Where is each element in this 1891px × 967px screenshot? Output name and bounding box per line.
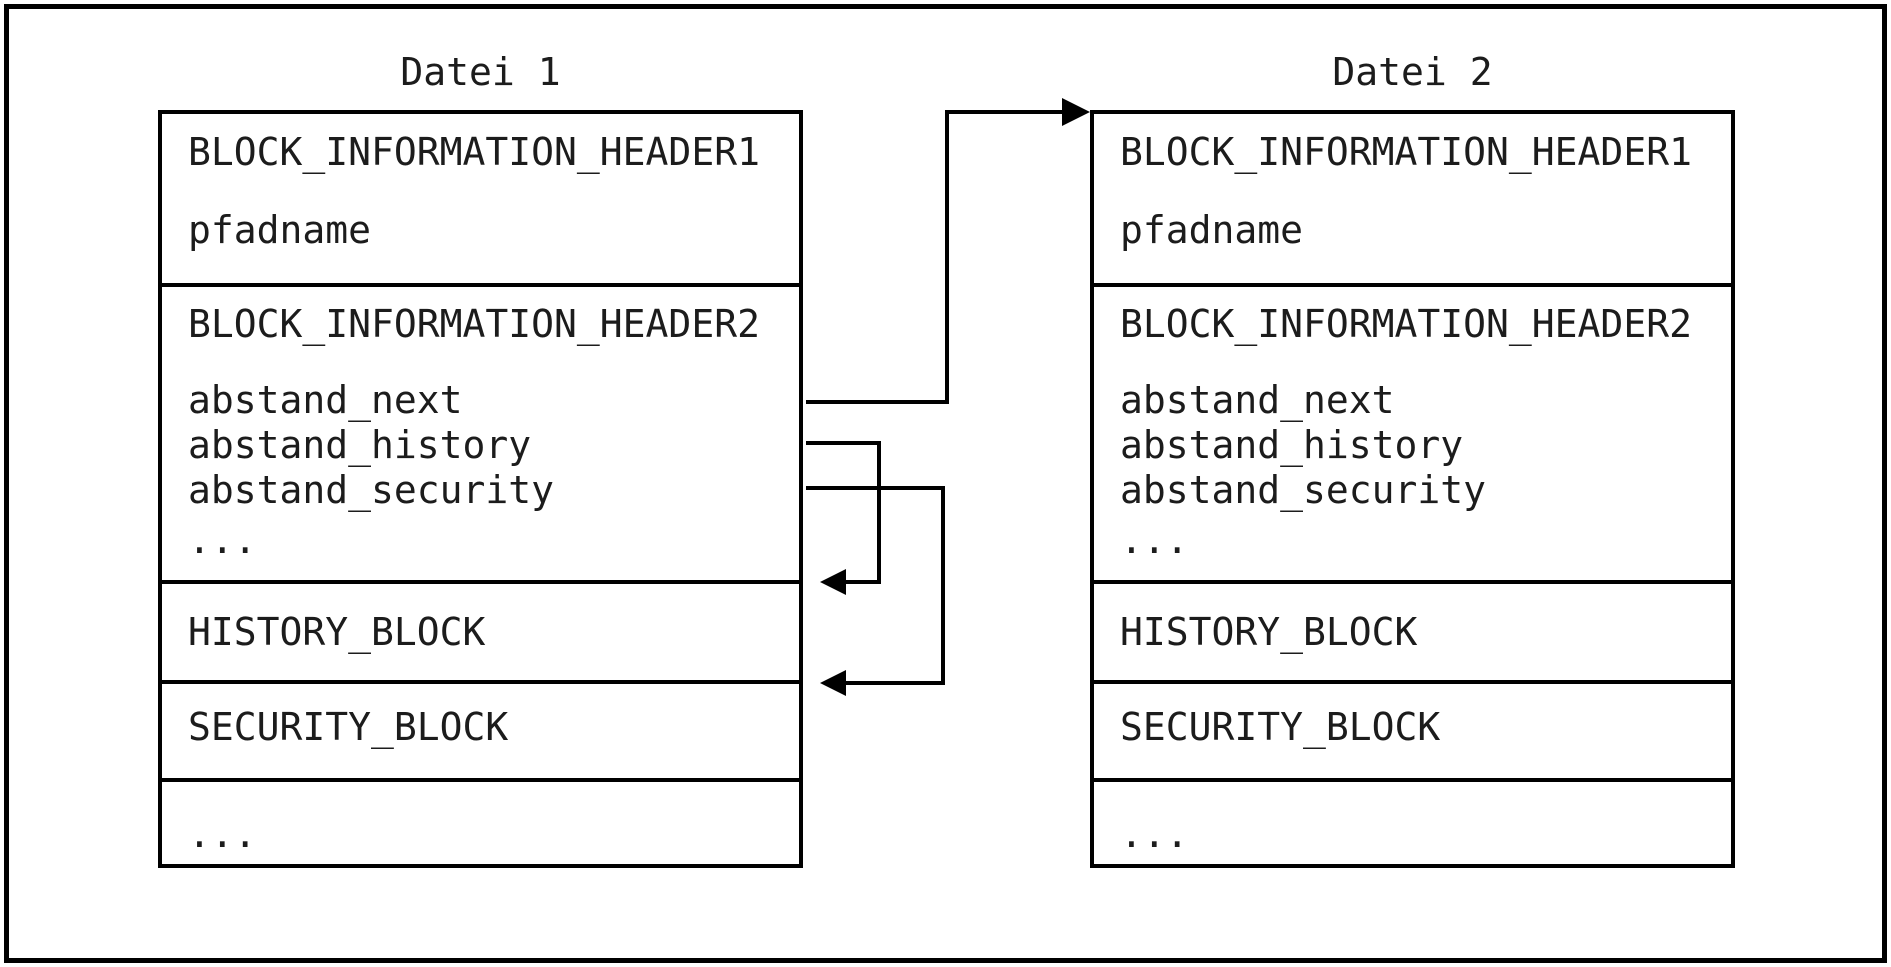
label-abstand-next: abstand_next — [188, 378, 463, 422]
divider-security-rest — [1094, 778, 1731, 782]
arrow-abstand-next-segment — [806, 400, 949, 404]
file-box-datei2: BLOCK_INFORMATION_HEADER1 pfadname BLOCK… — [1090, 110, 1735, 868]
label-abstand-history: abstand_history — [188, 423, 532, 467]
divider-header1-header2 — [162, 283, 799, 287]
label-history-block: HISTORY_BLOCK — [188, 610, 486, 654]
label-ellipsis: ... — [1120, 518, 1189, 562]
file-title-datei1: Datei 1 — [400, 50, 561, 94]
divider-history-security — [1094, 680, 1731, 684]
arrow-abstand-security-segment — [845, 681, 945, 685]
label-block-information-header2: BLOCK_INFORMATION_HEADER2 — [1120, 302, 1692, 346]
file-title-datei2: Datei 2 — [1332, 50, 1493, 94]
label-security-block: SECURITY_BLOCK — [1120, 705, 1441, 749]
label-abstand-history: abstand_history — [1120, 423, 1464, 467]
outer-border — [4, 4, 1887, 963]
label-block-information-header1: BLOCK_INFORMATION_HEADER1 — [188, 130, 760, 174]
arrow-abstand-next-segment — [945, 110, 949, 404]
label-abstand-next: abstand_next — [1120, 378, 1395, 422]
label-abstand-security: abstand_security — [1120, 468, 1487, 512]
arrow-abstand-security-segment — [806, 486, 945, 490]
arrowhead-left-icon — [820, 569, 846, 595]
label-history-block: HISTORY_BLOCK — [1120, 610, 1418, 654]
divider-header2-history — [1094, 580, 1731, 584]
label-ellipsis: ... — [188, 518, 257, 562]
divider-history-security — [162, 680, 799, 684]
divider-security-rest — [162, 778, 799, 782]
arrow-abstand-history-segment — [845, 580, 881, 584]
arrowhead-left-icon — [820, 670, 846, 696]
label-pfadname: pfadname — [188, 208, 372, 252]
divider-header1-header2 — [1094, 283, 1731, 287]
divider-header2-history — [162, 580, 799, 584]
arrow-abstand-next-segment — [945, 110, 1064, 114]
label-block-information-header2: BLOCK_INFORMATION_HEADER2 — [188, 302, 760, 346]
arrow-abstand-history-segment — [806, 441, 881, 445]
arrowhead-right-icon — [1062, 98, 1090, 126]
arrow-abstand-security-segment — [941, 486, 945, 685]
arrow-abstand-history-segment — [877, 441, 881, 584]
label-ellipsis: ... — [1120, 812, 1189, 856]
file-box-datei1: BLOCK_INFORMATION_HEADER1 pfadname BLOCK… — [158, 110, 803, 868]
label-abstand-security: abstand_security — [188, 468, 555, 512]
label-security-block: SECURITY_BLOCK — [188, 705, 509, 749]
label-ellipsis: ... — [188, 812, 257, 856]
label-pfadname: pfadname — [1120, 208, 1304, 252]
label-block-information-header1: BLOCK_INFORMATION_HEADER1 — [1120, 130, 1692, 174]
